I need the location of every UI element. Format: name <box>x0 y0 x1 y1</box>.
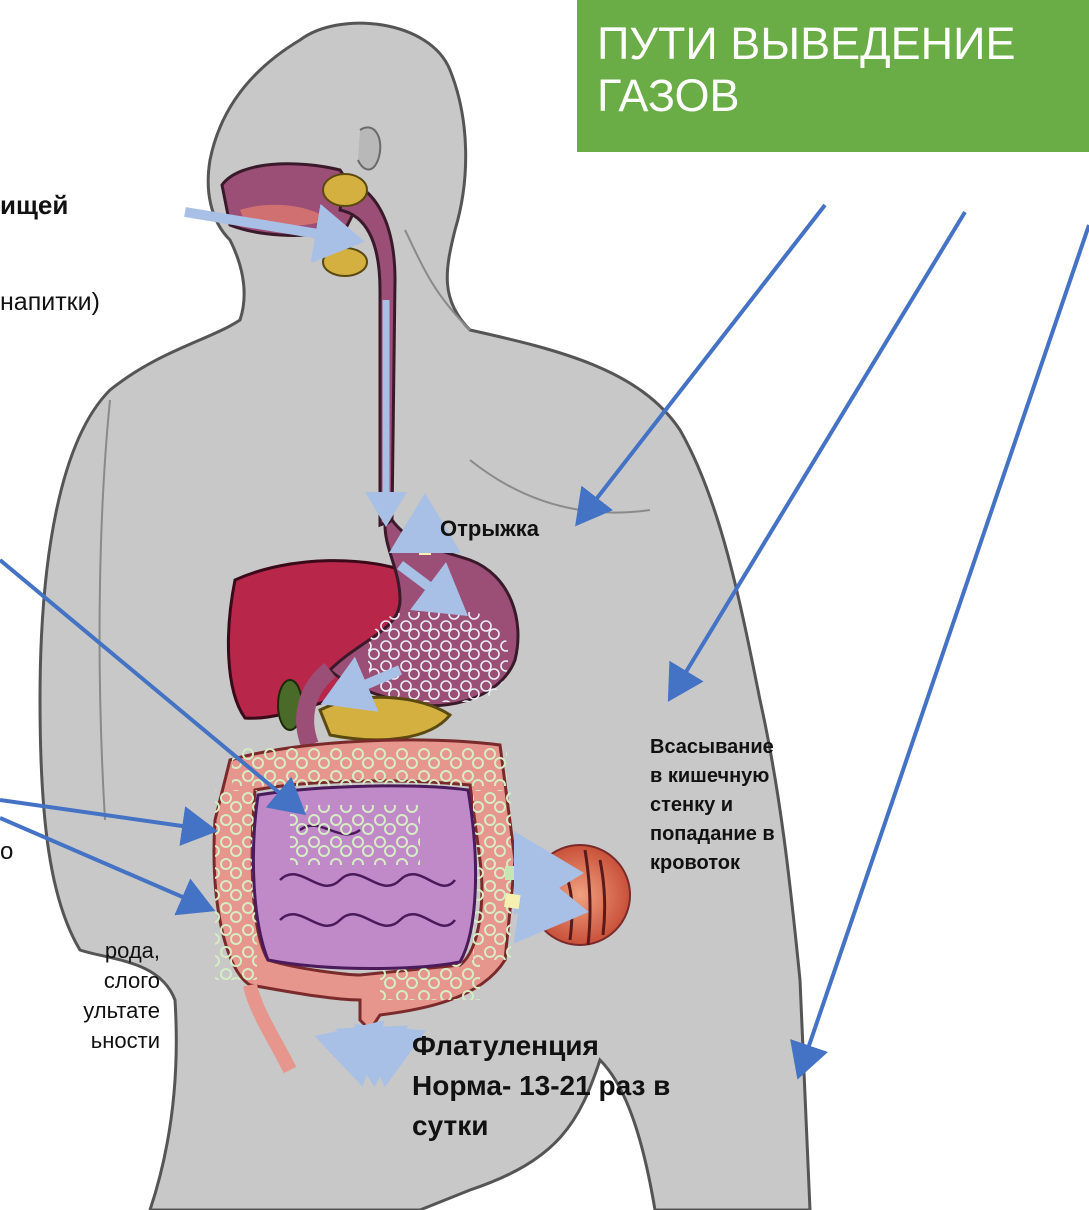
ear <box>358 127 380 169</box>
absorption-line: попадание в <box>650 820 840 849</box>
salivary-gland-upper <box>323 174 367 206</box>
fragment-line: слого <box>0 966 160 996</box>
fragment-line: ультате <box>0 996 160 1026</box>
fermentation-fragment-text: рода, слого ультате ьности <box>0 936 160 1056</box>
stomach-gas-bubbles <box>368 612 508 702</box>
flatulence-label: Флатуленция Норма- 13-21 раз в сутки <box>412 1026 772 1146</box>
title-line-2: ГАЗОВ <box>597 70 1089 122</box>
absorption-line: Всасывание <box>650 733 840 762</box>
absorption-line: в кишечную <box>650 762 840 791</box>
flow-arrow-out-green <box>372 1030 374 1075</box>
drinks-label: напитки) <box>0 288 100 317</box>
colon-gas-bubbles-left <box>215 790 257 980</box>
small-intestine-gas-bubbles <box>290 805 420 865</box>
title-banner: ПУТИ ВЫВЕДЕНИЕ ГАЗОВ <box>577 0 1089 152</box>
food-label: ищей <box>0 190 68 221</box>
title-line-1: ПУТИ ВЫВЕДЕНИЕ <box>597 18 1089 70</box>
salivary-gland-lower <box>323 248 367 276</box>
pointer-arrow-flatulence <box>800 225 1089 1072</box>
colon-gas-bubbles-top <box>232 748 507 786</box>
flow-arrow-out-blue <box>386 1030 390 1075</box>
pointer-arrow-belching <box>580 205 825 520</box>
absorption-line: стенку и <box>650 791 840 820</box>
flatulence-norm: Норма- 13-21 раз в <box>412 1066 772 1106</box>
absorption-label: Всасывание в кишечную стенку и попадание… <box>650 733 840 878</box>
pointer-arrow-absorption <box>672 212 965 695</box>
flatulence-title: Флатуленция <box>412 1026 772 1066</box>
flatulence-per-day: сутки <box>412 1106 772 1146</box>
absorption-line: кровоток <box>650 849 840 878</box>
fragment-label: о <box>0 838 13 866</box>
fragment-line: рода, <box>0 936 160 966</box>
belching-label: Отрыжка <box>440 516 539 542</box>
flow-arrow-absorb-yellow <box>505 900 575 910</box>
intestinal-wall-detail <box>530 845 630 945</box>
fragment-line: ьности <box>0 1026 160 1056</box>
